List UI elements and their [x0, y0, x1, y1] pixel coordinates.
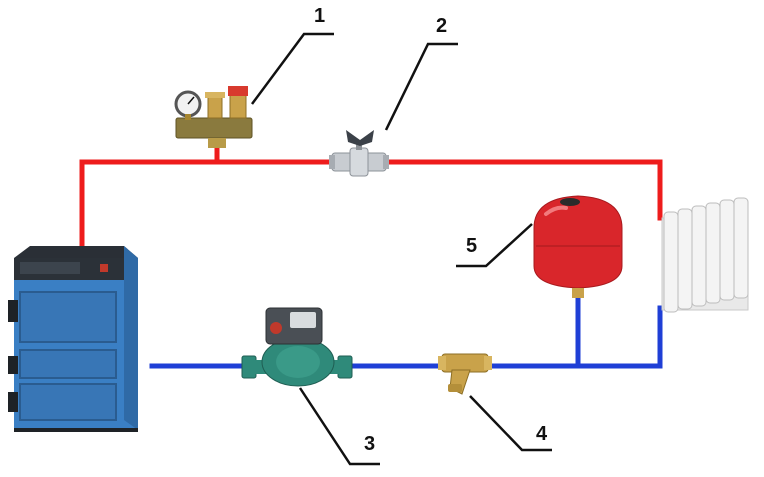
circulation-pump-icon	[241, 307, 353, 387]
boiler-icon	[8, 246, 138, 432]
ball-valve-icon	[329, 130, 389, 177]
callout-leader-3	[298, 387, 380, 466]
callout-number-2: 2	[436, 15, 447, 37]
radiator-icon	[661, 197, 749, 313]
callout-number-1: 1	[314, 5, 325, 27]
callout-number-3: 3	[364, 433, 375, 455]
callout-leader-4	[469, 395, 552, 452]
expansion-tank-icon	[533, 195, 623, 298]
callout-number-5: 5	[466, 235, 477, 257]
callout-leader-5	[456, 223, 533, 268]
safety-group-icon	[174, 86, 253, 148]
y-strainer-icon	[438, 353, 492, 395]
return-pipe	[149, 293, 663, 369]
callout-leader-2	[384, 42, 458, 131]
callout-number-4: 4	[536, 423, 548, 445]
callout-leaders	[250, 32, 552, 466]
callout-leader-1	[250, 32, 334, 105]
